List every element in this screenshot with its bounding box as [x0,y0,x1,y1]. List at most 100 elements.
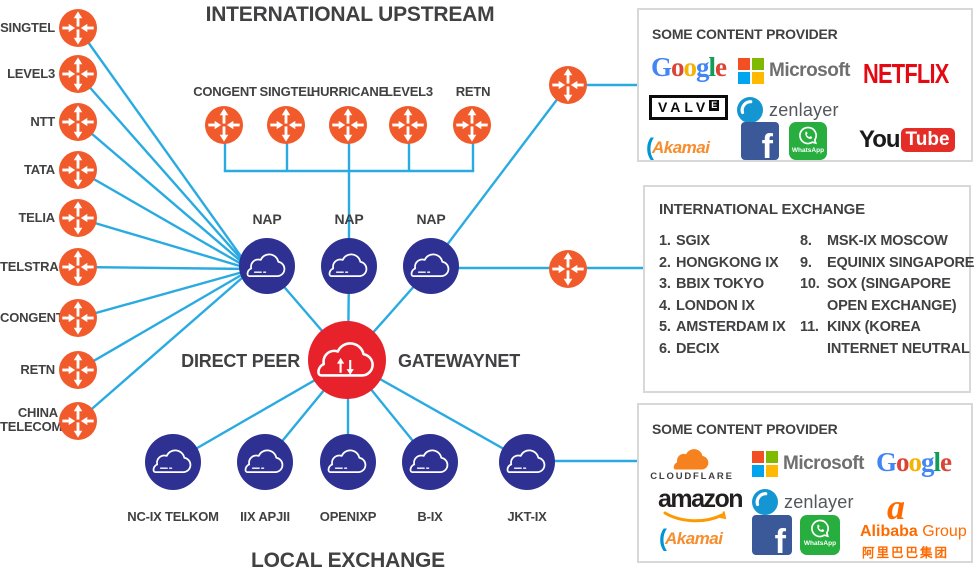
router-icon [59,299,97,337]
router-icon [59,351,97,389]
label-telstra: TELSTRA [0,259,59,274]
list-item: 6.DECIX [659,340,720,357]
list-item: 2.HONGKONG IX [659,254,779,271]
label-tata: TATA [24,162,55,177]
panel-top-title: SOME CONTENT PROVIDER [652,26,838,42]
router-icon [59,402,97,440]
router-node-tata [59,151,97,189]
microsoft-logo: Microsoft [752,451,865,477]
amazon-logo: amazon [658,487,744,524]
list-item: 5.AMSTERDAM IX [659,319,786,335]
router-node-telia [59,199,97,237]
cloud-icon [327,250,371,282]
router-icon [267,106,305,144]
label-retn: RETN [20,362,55,377]
whatsapp-logo: WhatsApp [789,122,827,160]
router-node-china-telecom [59,402,97,440]
nap-node-2 [321,238,377,294]
router-node-top-retn [453,106,491,144]
router-node-exchange-right [549,250,587,288]
list-item: 1.SGIX [659,233,710,249]
whatsapp-logo: WhatsApp [800,515,840,555]
cloud-icon [409,250,453,282]
label-china-telecom: CHINA TELECOM [0,405,63,435]
label-nap-3: NAP [416,211,446,227]
router-node-top-singtel [267,106,305,144]
alibaba-a-icon: a [887,487,905,527]
list-item: 3.BBIX TOKYO [659,276,764,292]
router-node-level3 [59,55,97,93]
amazon-smile-icon [663,511,727,523]
label-top-retn: RETN [455,84,491,99]
router-icon [329,106,367,144]
panel-international-exchange: INTERNATIONAL EXCHANGE 1.SGIX 2.HONGKONG… [643,185,974,393]
cloud-icon [326,446,370,478]
google-logo: Google [651,52,727,82]
zenlayer-logo: zenlayer [752,489,854,515]
router-icon [59,9,97,47]
exchange-list-left: 1.SGIX 2.HONGKONG IX 3.BBIX TOKYO 4.LOND… [659,231,786,360]
router-icon [59,199,97,237]
router-icon [389,106,427,144]
router-node-telstra [59,248,97,286]
facebook-logo: f [741,122,779,160]
zenlayer-sphere-icon [752,489,778,515]
local-node-jktix [499,434,555,490]
microsoft-logo: Microsoft [738,58,851,84]
list-item: INTERNET NEUTRAL [827,340,970,357]
label-jktix: JKT-IX [507,509,547,524]
label-iix-apjii: IIX APJII [240,509,290,524]
microsoft-squares-icon [738,58,764,84]
router-icon [59,55,97,93]
router-node-ntt [59,103,97,141]
youtube-logo: You Tube [859,126,955,154]
cloudflare-logo: CLOUDFLARE [649,445,735,482]
label-ntt: NTT [30,114,55,129]
akamai-logo: ( Akamai [659,525,723,552]
router-icon [59,103,97,141]
label-nap-1: NAP [252,211,282,227]
zenlayer-logo: zenlayer [737,97,839,123]
title-international-upstream: INTERNATIONAL UPSTREAM [205,3,495,26]
list-item: OPEN EXCHANGE) [827,297,957,314]
router-node-retn [59,351,97,389]
label-nap-2: NAP [334,211,364,227]
cloud-icon [245,250,289,282]
microsoft-squares-icon [752,451,778,477]
google-logo: Google [876,447,952,477]
local-node-iix [237,434,293,490]
label-top-hurricane: HURRICANE [310,84,388,99]
local-node-openixp [320,434,376,490]
akamai-wave-icon: ( [659,525,667,552]
whatsapp-phone-icon [811,519,829,538]
label-top-congent: CONGENT [193,84,257,99]
local-node-bix [402,434,458,490]
router-icon [59,151,97,189]
list-item: 10.SOX (SINGAPORE [800,276,951,292]
zenlayer-sphere-icon [737,97,763,123]
router-icon [549,250,587,288]
router-icon [453,106,491,144]
router-node-top-level3 [389,106,427,144]
panel-content-provider-top: SOME CONTENT PROVIDER Google Microsoft N… [637,8,973,162]
nap-node-1 [239,238,295,294]
akamai-wave-icon: ( [646,134,654,161]
title-local-exchange: LOCAL EXCHANGE [251,549,445,572]
facebook-logo: f [752,515,792,555]
panel-content-provider-bottom: SOME CONTENT PROVIDER CLOUDFLARE Microso… [637,403,973,563]
list-item: 4.LONDON IX [659,297,755,314]
list-item: 11.KINX (KOREA [800,319,921,335]
label-congent: CONGENT [0,310,64,325]
router-icon [59,248,97,286]
router-icon [549,66,587,104]
cloud-icon [408,446,452,478]
akamai-logo: ( Akamai [646,134,710,161]
label-top-singtel: SINGTEL [259,84,315,99]
label-gatewaynet: GATEWAYNET [398,351,521,371]
cloud-icon [243,446,287,478]
label-singtel: SINGTEL [0,20,55,35]
cloud-icon [505,446,549,478]
cloud-icon [151,446,195,478]
label-openixp: OPENIXP [319,509,377,524]
